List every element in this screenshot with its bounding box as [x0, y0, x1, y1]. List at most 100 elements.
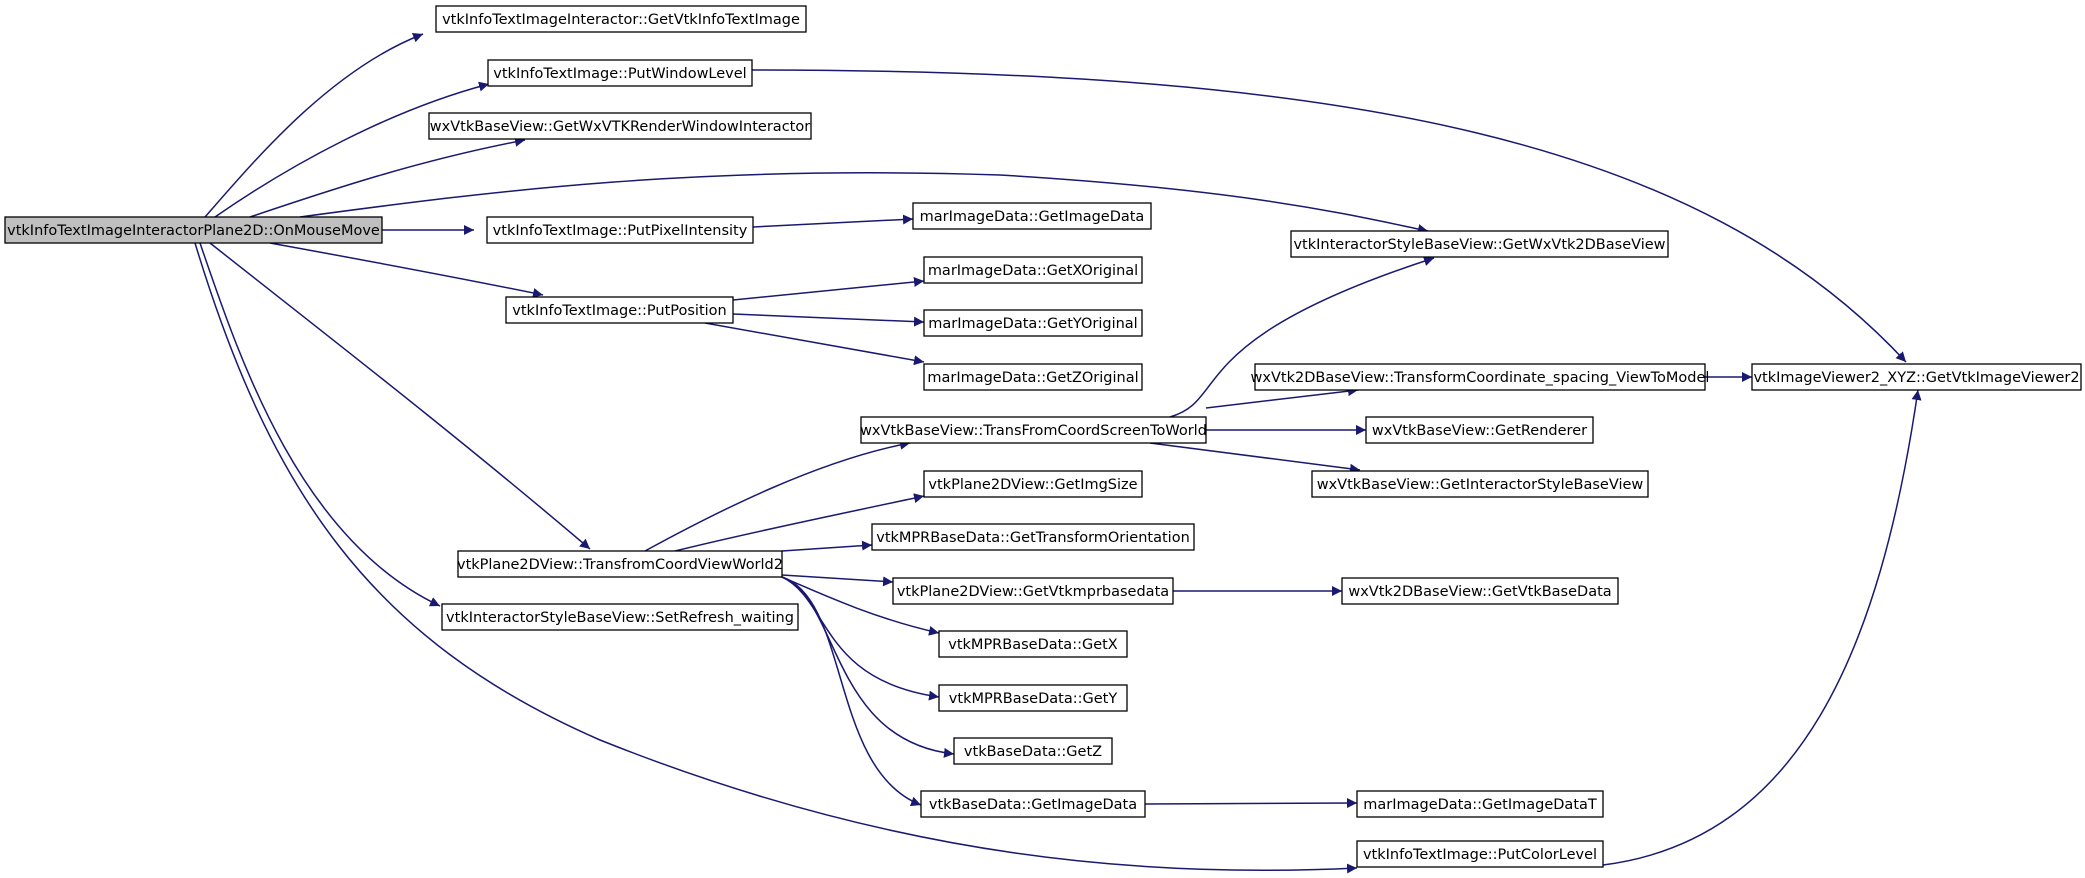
node-label: marImageData::GetImageData [920, 209, 1145, 225]
node-label: marImageData::GetImageDataT [1363, 797, 1597, 813]
node-label: wxVtkBaseView::GetRenderer [1372, 423, 1587, 439]
node-n1[interactable]: vtkInfoTextImageInteractor::GetVtkInfoTe… [435, 5, 807, 33]
node-box [1290, 230, 1669, 258]
node-box [441, 603, 799, 631]
node-label: vtkMPRBaseData::GetX [948, 637, 1118, 653]
edge-n6-to-n14 [674, 493, 925, 552]
node-label: wxVtkBaseView::TransFromCoordScreenToWor… [860, 423, 1207, 439]
node-n5[interactable]: vtkInfoTextImage::PutPosition [505, 296, 734, 324]
node-label: vtkInteractorStyleBaseView::SetRefresh_w… [446, 610, 794, 626]
edge-n6-to-n15 [781, 540, 873, 552]
node-label: wxVtkBaseView::GetInteractorStyleBaseVie… [1317, 477, 1644, 493]
edge-n8-to-n27 [1602, 389, 1922, 866]
node-n4[interactable]: vtkInfoTextImage::PutPixelIntensity [486, 216, 754, 244]
edge-n13-to-n21 [1169, 256, 1435, 418]
edge-n5-to-n10 [732, 277, 925, 301]
node-label: vtkInteractorStyleBaseView::GetWxVtk2DBa… [1293, 237, 1665, 253]
node-box [860, 416, 1207, 444]
node-n14[interactable]: vtkPlane2DView::GetImgSize [923, 470, 1143, 498]
edge-n6-to-n16 [781, 574, 894, 587]
node-n2[interactable]: vtkInfoTextImage::PutWindowLevel [487, 59, 753, 87]
node-n19[interactable]: vtkBaseData::GetZ [953, 737, 1113, 765]
node-box [1311, 470, 1649, 498]
node-label: marImageData::GetXOriginal [928, 263, 1138, 279]
node-label: wxVtk2DBaseView::GetVtkBaseData [1348, 584, 1611, 600]
edge-root-to-n2 [214, 81, 490, 218]
node-n20[interactable]: vtkBaseData::GetImageData [920, 790, 1146, 818]
node-box [923, 309, 1143, 337]
node-label: vtkPlane2DView::TransfromCoordViewWorld2 [457, 557, 783, 573]
node-box [486, 216, 754, 244]
node-n11[interactable]: marImageData::GetYOriginal [923, 309, 1143, 337]
node-box [487, 59, 753, 87]
node-box [923, 256, 1143, 284]
node-n13[interactable]: wxVtkBaseView::TransFromCoordScreenToWor… [860, 416, 1207, 444]
edge-n6-to-n13 [644, 439, 911, 552]
node-label: vtkImageViewer2_XYZ::GetVtkImageViewer2 [1753, 370, 2079, 386]
node-box [1751, 363, 2082, 391]
node-n9[interactable]: marImageData::GetImageData [912, 202, 1152, 230]
node-n18[interactable]: vtkMPRBaseData::GetY [938, 684, 1128, 712]
edge-root-to-n3 [249, 136, 526, 218]
node-label: marImageData::GetZOriginal [927, 370, 1138, 386]
node-n17[interactable]: vtkMPRBaseData::GetX [938, 630, 1128, 658]
node-label: vtkPlane2DView::GetVtkmprbasedata [897, 584, 1169, 600]
node-label: vtkInfoTextImage::PutWindowLevel [493, 66, 746, 82]
node-box [920, 790, 1146, 818]
edge-root-to-n7 [199, 242, 441, 607]
node-box [923, 363, 1143, 391]
node-n6[interactable]: vtkPlane2DView::TransfromCoordViewWorld2 [457, 550, 783, 578]
edge-root-to-n21 [299, 172, 1429, 234]
edge-root-to-n8 [194, 242, 1358, 874]
edge-root-to-n5 [269, 242, 544, 298]
edge-n13-to-n24 [1149, 442, 1361, 474]
node-label: vtkInfoTextImage::PutPixelIntensity [493, 223, 748, 239]
node-box [428, 112, 812, 140]
edge-root-to-n6 [209, 242, 591, 550]
node-box [938, 630, 1128, 658]
node-box [912, 202, 1152, 230]
node-label: vtkInfoTextImage::PutColorLevel [1363, 847, 1597, 863]
node-box [1341, 577, 1619, 605]
edges-layer [194, 32, 1922, 874]
node-n3[interactable]: wxVtkBaseView::GetWxVTKRenderWindowInter… [428, 112, 812, 140]
node-label: vtkInfoTextImageInteractorPlane2D::OnMou… [7, 223, 380, 239]
node-box [923, 470, 1143, 498]
node-n27[interactable]: vtkImageViewer2_XYZ::GetVtkImageViewer2 [1751, 363, 2082, 391]
node-n24[interactable]: wxVtkBaseView::GetInteractorStyleBaseVie… [1311, 470, 1649, 498]
edge-n20-to-n26 [1144, 798, 1358, 809]
node-n22[interactable]: wxVtk2DBaseView::TransformCoordinate_spa… [1251, 363, 1710, 391]
node-box [4, 216, 383, 244]
node-label: vtkPlane2DView::GetImgSize [928, 477, 1137, 493]
node-n10[interactable]: marImageData::GetXOriginal [923, 256, 1143, 284]
node-box [457, 550, 783, 578]
node-box [953, 737, 1113, 765]
node-label: vtkInfoTextImageInteractor::GetVtkInfoTe… [442, 12, 800, 28]
node-n12[interactable]: marImageData::GetZOriginal [923, 363, 1143, 391]
node-box [892, 577, 1174, 605]
edge-n5-to-n11 [732, 313, 925, 327]
node-n16[interactable]: vtkPlane2DView::GetVtkmprbasedata [892, 577, 1174, 605]
node-label: vtkBaseData::GetZ [964, 744, 1102, 760]
edge-n2-to-n27 [751, 69, 1907, 363]
edge-root-to-n1 [204, 32, 424, 218]
edge-n5-to-n12 [704, 322, 925, 366]
node-n8[interactable]: vtkInfoTextImage::PutColorLevel [1356, 840, 1604, 868]
node-label: marImageData::GetYOriginal [928, 316, 1137, 332]
node-root[interactable]: vtkInfoTextImageInteractorPlane2D::OnMou… [4, 216, 383, 244]
node-n7[interactable]: vtkInteractorStyleBaseView::SetRefresh_w… [441, 603, 799, 631]
edge-n4-to-n9 [752, 214, 914, 228]
edge-n6-to-n19 [781, 576, 955, 758]
node-n26[interactable]: marImageData::GetImageDataT [1356, 790, 1604, 818]
edge-n13-to-n22 [1205, 386, 1359, 409]
node-n21[interactable]: vtkInteractorStyleBaseView::GetWxVtk2DBa… [1290, 230, 1669, 258]
node-box [1254, 363, 1706, 391]
node-n25[interactable]: wxVtk2DBaseView::GetVtkBaseData [1341, 577, 1619, 605]
node-box [1356, 840, 1604, 868]
node-n15[interactable]: vtkMPRBaseData::GetTransformOrientation [871, 523, 1195, 551]
node-label: vtkInfoTextImage::PutPosition [512, 303, 726, 319]
nodes-layer: vtkInfoTextImageInteractorPlane2D::OnMou… [4, 5, 2082, 868]
node-box [1356, 790, 1604, 818]
node-n23[interactable]: wxVtkBaseView::GetRenderer [1365, 416, 1594, 444]
